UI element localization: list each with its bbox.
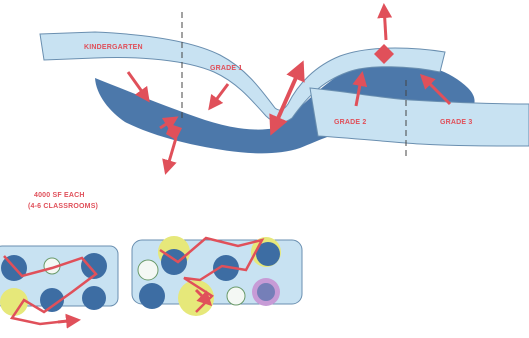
arrow-down-out (166, 138, 176, 172)
arrow-up-top (384, 6, 386, 40)
label-kindergarten: KINDERGARTEN (84, 44, 143, 51)
label-area: 4000 SF EACH (34, 192, 85, 199)
classroom-circle (227, 287, 245, 305)
label-grade1: GRADE 1 (210, 65, 243, 72)
circulation-arrow (58, 320, 78, 322)
arrow-grade1 (210, 84, 228, 108)
classroom-circle (138, 260, 158, 280)
label-classrooms: (4-6 CLASSROOMS) (28, 203, 98, 210)
label-grade3: GRADE 3 (440, 119, 473, 126)
cluster-right (132, 236, 302, 316)
cluster-left (0, 246, 118, 324)
label-grade2: GRADE 2 (334, 119, 367, 126)
classroom-circle (139, 283, 165, 309)
classroom-circle (82, 286, 106, 310)
classroom-circle (257, 283, 275, 301)
